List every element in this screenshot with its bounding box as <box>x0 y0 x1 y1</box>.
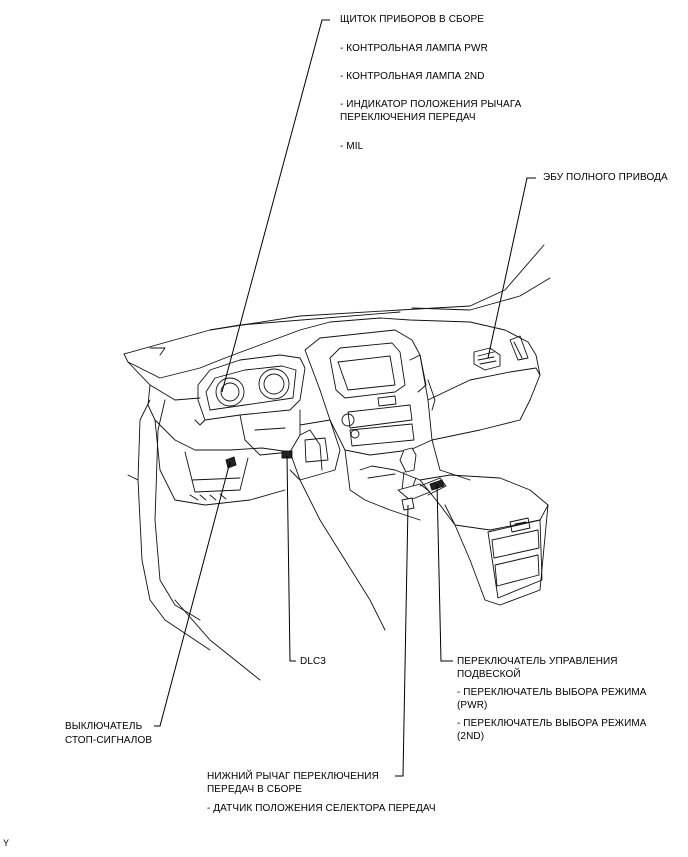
windshield-outline <box>123 244 551 355</box>
awd-ecu-callout: ЭБУ ПОЛНОГО ПРИВОДА <box>543 172 668 183</box>
shift-lever-callout-2: ПЕРЕДАЧ В СБОРЕ <box>207 784 303 795</box>
suspension-item-pwr-cont: (PWR) <box>457 700 488 711</box>
leader-lines <box>154 19 536 777</box>
center-console <box>419 474 549 606</box>
left-door <box>127 399 261 681</box>
stop-switch-callout-2: СТОП-СИГНАЛОВ <box>65 735 153 746</box>
corner-mark: Y <box>3 838 10 848</box>
stop-switch-callout-1: ВЫКЛЮЧАТЕЛЬ <box>65 721 143 732</box>
instrument-cluster-hood <box>194 354 306 426</box>
suspension-item-pwr: - ПЕРЕКЛЮЧАТЕЛЬ ВЫБОРА РЕЖИМА <box>457 687 647 698</box>
center-stack <box>304 329 436 456</box>
dlc3-callout: DLC3 <box>300 656 326 667</box>
floor-tunnel <box>289 439 471 631</box>
suspension-switch-title-2: ПОДВЕСКОЙ <box>457 669 521 680</box>
steering-column <box>239 409 301 456</box>
shift-lever-part <box>367 447 447 511</box>
passenger-dashboard <box>427 335 541 441</box>
cluster-item-pwr-lamp: - КОНТРОЛЬНАЯ ЛАМПА PWR <box>340 43 488 54</box>
suspension-item-2nd-cont: (2ND) <box>457 731 485 742</box>
shift-lever-item-sensor: - ДАТЧИК ПОЛОЖЕНИЯ СЕЛЕКТОРА ПЕРЕДАЧ <box>207 803 436 814</box>
awd-ecu-part <box>473 347 501 371</box>
suspension-item-2nd: - ПЕРЕКЛЮЧАТЕЛЬ ВЫБОРА РЕЖИМА <box>457 718 647 729</box>
cluster-callout-title: ЩИТОК ПРИБОРОВ В СБОРЕ <box>340 14 484 25</box>
driver-lower-dash <box>154 419 341 506</box>
cluster-item-2nd-lamp: - КОНТРОЛЬНАЯ ЛАМПА 2ND <box>340 71 485 82</box>
cluster-item-shift-indicator: - ИНДИКАТОР ПОЛОЖЕНИЯ РЫЧАГА <box>340 99 522 110</box>
suspension-switch-title-1: ПЕРЕКЛЮЧАТЕЛЬ УПРАВЛЕНИЯ <box>457 656 618 667</box>
cluster-item-mil: - MIL <box>340 141 364 152</box>
cluster-item-shift-indicator-cont: ПЕРЕКЛЮЧЕНИЯ ПЕРЕДАЧ <box>340 112 476 123</box>
shift-lever-callout-1: НИЖНИЙ РЫЧАГ ПЕРЕКЛЮЧЕНИЯ <box>207 771 379 782</box>
